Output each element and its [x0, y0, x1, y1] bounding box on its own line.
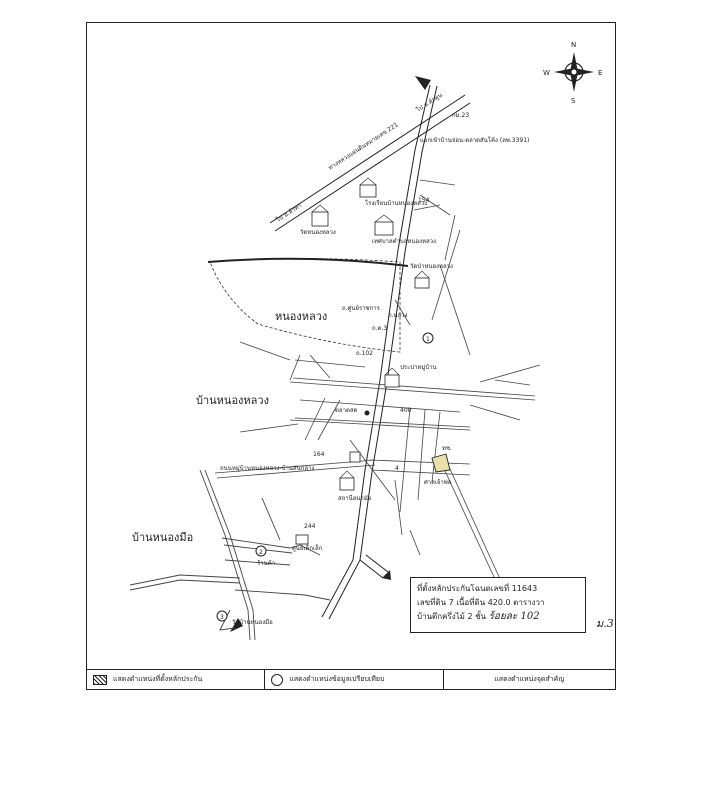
marker-1-label: 1 [426, 336, 430, 343]
place-ban-nong-mue: บ้านหนองมือ [132, 531, 193, 544]
temple-center-label: วัดป่าหนองหลวง [410, 263, 453, 270]
info-line-1: ที่ตั้งหลักประกันโฉนดเลขที่ 11643 [417, 584, 538, 593]
school-label: โรงเรียนบ้านหนองหลวง [365, 199, 427, 207]
municipal-building-icon [384, 374, 400, 388]
market-icon [349, 451, 361, 463]
map-frame [86, 22, 616, 670]
compass-s: S [571, 97, 576, 105]
place-ban-nong-luang: บ้านหนองหลวง [196, 394, 269, 407]
rd-2-label: ถ.หลวง [388, 312, 408, 319]
office-label: เทศบาลตำบลหนองหลวง [372, 238, 436, 245]
road-village-label: ถนนหมู่บ้านหนองหลวง-บ้านสันกลาง [220, 465, 314, 472]
road-code-label: ถ.102 [356, 350, 373, 357]
town-grid [214, 179, 541, 591]
legend-collateral-label: แสดงตำแหน่งที่ตั้งหลักประกัน [113, 675, 203, 683]
lot-mark-label: 400 [400, 407, 412, 414]
marker-3-label: 3 [220, 614, 224, 621]
rd-1-label: ถ.ศูนย์ราชการ [342, 304, 381, 312]
legend-landmark: แสดงตำแหน่งข้อมูลเปรียบเทียบ [264, 670, 442, 689]
temple-south-label: วัดบ้านหนองมือ [232, 618, 273, 626]
landmark-dot-icon [364, 410, 370, 416]
market-label: ตลาดสด [335, 407, 358, 414]
handwritten-village-no: ม.3 [596, 617, 614, 630]
temple-building-icon [311, 211, 329, 227]
km-sign-4-label: ทช. [442, 445, 452, 452]
kindergarten-label: ศูนย์เด็กเล็ก [292, 543, 323, 552]
compass-rose-icon [554, 52, 594, 92]
shrine-label: ศาลเจ้าพ่อ [424, 479, 452, 486]
comparison-point-3-icon [216, 610, 228, 622]
hatch-swatch-icon [93, 674, 107, 685]
legend-landmark-label: แสดงตำแหน่งข้อมูลเปรียบเทียบ [289, 675, 385, 683]
info-line-2: เลขที่ดิน 7 เนื้อที่ดิน 420.0 ตารางวา [417, 598, 545, 607]
info-line-3-prefix: บ้านตึกครึ่งไม้ 2 ชั้น [417, 612, 487, 621]
north-arrow-icon [415, 76, 431, 90]
collateral-site-marker [431, 453, 451, 473]
legend-building-label: แสดงตำแหน่งจุดสำคัญ [494, 675, 565, 683]
road-junction-label: แยกเข้าบ้านจ่อน-ตลาดสันโค้ง (ลพ.3391) [420, 136, 529, 144]
map-legend: แสดงตำแหน่งที่ตั้งหลักประกัน แสดงตำแหน่ง… [86, 670, 616, 690]
school-building-icon [359, 184, 377, 198]
shop-label: ร้านค้า [257, 560, 275, 567]
compass-e: E [598, 69, 602, 77]
road-to-other-label: ไป อ.ลำทา [274, 201, 303, 224]
info-line-3-handwritten: ร้อยละ 102 [488, 611, 540, 622]
legend-building: แสดงตำแหน่งจุดสำคัญ [442, 670, 615, 689]
circle-swatch-icon [271, 673, 284, 686]
road-to-city-label: ไป จ.ลำพูน [414, 91, 444, 114]
comparison-point-1-icon [422, 332, 434, 344]
km-center-label: ถ.ต.3 [372, 325, 387, 332]
compass-n: N [571, 41, 576, 49]
km-sign-3-label: 244 [304, 523, 316, 530]
temple-center-icon [414, 277, 430, 289]
office-building-icon [374, 221, 394, 236]
collateral-info-box: ที่ตั้งหลักประกันโฉนดเลขที่ 11643 เลขที่… [410, 577, 586, 633]
marker-4-label: 4 [395, 465, 399, 472]
southwest-roads [129, 469, 331, 641]
place-nong-luang-lake: หนองหลวง [275, 310, 327, 323]
health-label: สถานีอนามัย [338, 494, 371, 502]
shop-icon [295, 534, 309, 545]
info-line-3: บ้านตึกครึ่งไม้ 2 ชั้น ร้อยละ 102 [417, 610, 579, 624]
water-label: ประปาหมู่บ้าน [400, 364, 437, 371]
highway-221 [269, 94, 471, 232]
km-top-label: กม.23 [452, 112, 469, 119]
road-highway-label: ทางหลวงแผ่นดินหมายเลข 221 [327, 121, 399, 171]
health-building-icon [339, 477, 355, 491]
compass-w: W [543, 69, 550, 77]
marker-2-label: 2 [259, 549, 263, 556]
comparison-point-2-icon [255, 545, 267, 557]
legend-collateral: แสดงตำแหน่งที่ตั้งหลักประกัน [87, 670, 264, 689]
km-sign-2-label: 164 [313, 451, 325, 458]
temple-left-label: วัดหนองหลวง [300, 229, 336, 236]
km-sign-1-label: 154 [418, 197, 430, 204]
